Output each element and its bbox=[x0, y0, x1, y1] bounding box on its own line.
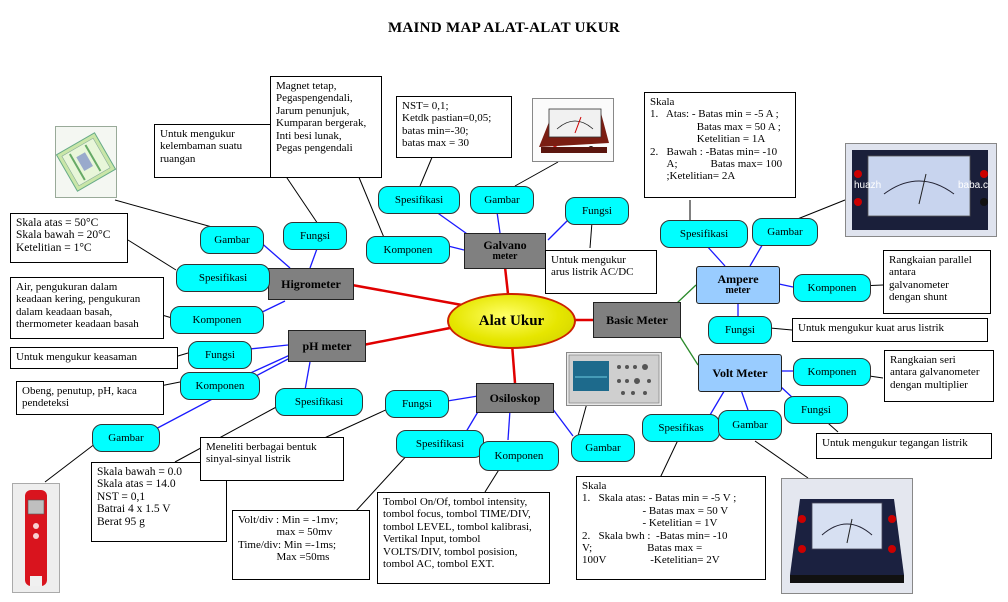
node-ph-meter[interactable]: pH meter bbox=[288, 330, 366, 362]
box-osc-spesifikasi: Volt/div : Min = -1mv; max = 50mv Time/d… bbox=[232, 510, 370, 580]
oval-hig-fungsi[interactable]: Fungsi bbox=[283, 222, 347, 250]
ampere-meter-image: huazh baba.c bbox=[845, 143, 997, 237]
oval-ph-komponen[interactable]: Komponen bbox=[180, 372, 260, 400]
oval-amp-komponen[interactable]: Komponen bbox=[793, 274, 871, 302]
node-basic-meter[interactable]: Basic Meter bbox=[593, 302, 681, 338]
box-ph-fungsi: Untuk mengukur keasaman bbox=[10, 347, 178, 369]
node-galvano-sub: meter bbox=[492, 251, 518, 262]
line-center-osiloskop bbox=[510, 343, 517, 384]
box-volt-fungsi: Untuk mengukur tegangan listrik bbox=[816, 433, 992, 459]
oval-volt-spesifikas[interactable]: Spesifikas bbox=[642, 414, 720, 442]
ampere-photo-watermark-left: huazh bbox=[854, 180, 882, 191]
box-amp-fungsi: Untuk mengukur kuat arus listrik bbox=[792, 318, 988, 342]
oval-amp-fungsi[interactable]: Fungsi bbox=[708, 316, 772, 344]
box-osc-fungsi: Meneliti berbagai bentuk sinyal-sinyal l… bbox=[200, 437, 344, 481]
oval-ph-gambar[interactable]: Gambar bbox=[92, 424, 160, 452]
box-amp-spesifikasi: Skala 1. Atas: - Batas min = -5 A ; Bata… bbox=[644, 92, 796, 198]
oval-gal-spesifikasi[interactable]: Spesifikasi bbox=[378, 186, 460, 214]
node-ampere-meter[interactable]: Ampere meter bbox=[696, 266, 780, 304]
oval-amp-gambar[interactable]: Gambar bbox=[752, 218, 818, 246]
node-galvano-label: Galvano bbox=[483, 238, 527, 252]
hygrometer-image bbox=[55, 126, 117, 198]
box-amp-komponen: Rangkaian parallel antara galvanometer d… bbox=[883, 250, 991, 314]
node-galvano-meter[interactable]: Galvano meter bbox=[464, 233, 546, 269]
galvanometer-image bbox=[532, 98, 614, 162]
box-osc-komponen: Tombol On/Of, tombol intensity, tombol f… bbox=[377, 492, 550, 584]
central-node-alat-ukur[interactable]: Alat Ukur bbox=[447, 293, 576, 349]
oval-volt-komponen[interactable]: Komponen bbox=[793, 358, 871, 386]
box-gal-fungsi: Untuk mengukur arus listrik AC/DC bbox=[545, 250, 657, 294]
ph-meter-image bbox=[12, 483, 60, 593]
oval-osc-gambar[interactable]: Gambar bbox=[571, 434, 635, 462]
oval-ph-fungsi[interactable]: Fungsi bbox=[188, 341, 252, 369]
oval-hig-spesifikasi[interactable]: Spesifikasi bbox=[176, 264, 270, 292]
oval-gal-gambar[interactable]: Gambar bbox=[470, 186, 534, 214]
box-gal-spesifikasi: NST= 0,1; Ketdk pastian=0,05; batas min=… bbox=[396, 96, 512, 158]
oval-volt-fungsi[interactable]: Fungsi bbox=[784, 396, 848, 424]
line-center-ph bbox=[362, 326, 451, 347]
box-gal-komponen: Magnet tetap, Pegaspengendali, Jarum pen… bbox=[270, 76, 382, 178]
box-hig-komponen: Air, pengukuran dalam keadaan kering, pe… bbox=[10, 277, 164, 339]
ampere-photo-watermark-right: baba.c bbox=[958, 180, 989, 191]
node-ampere-label: Ampere bbox=[717, 272, 759, 286]
box-ph-komponen: Obeng, penutup, pH, kaca pendeteksi bbox=[16, 381, 164, 415]
node-volt-meter[interactable]: Volt Meter bbox=[698, 354, 782, 392]
node-osiloskop[interactable]: Osiloskop bbox=[476, 383, 554, 413]
oval-amp-spesifikasi[interactable]: Spesifikasi bbox=[660, 220, 748, 248]
oval-osc-spesifikasi[interactable]: Spesifikasi bbox=[396, 430, 484, 458]
line-center-higrometer bbox=[351, 283, 463, 307]
oval-ph-spesifikasi[interactable]: Spesifikasi bbox=[275, 388, 363, 416]
volt-meter-image bbox=[781, 478, 913, 594]
oscilloscope-image bbox=[566, 352, 662, 406]
oval-volt-gambar[interactable]: Gambar bbox=[718, 410, 782, 440]
oval-gal-komponen[interactable]: Komponen bbox=[366, 236, 450, 264]
oval-hig-gambar[interactable]: Gambar bbox=[200, 226, 264, 254]
page-title: MAIND MAP ALAT-ALAT UKUR bbox=[387, 20, 621, 36]
box-volt-spesifikasi: Skala 1. Skala atas: - Batas min = -5 V … bbox=[576, 476, 766, 580]
box-hig-fungsi: Untuk mengukur kelembaman suatu ruangan bbox=[154, 124, 286, 178]
box-hig-spesifikasi: Skala atas = 50°C Skala bawah = 20°C Ket… bbox=[10, 213, 128, 263]
oval-osc-fungsi[interactable]: Fungsi bbox=[385, 390, 449, 418]
node-higrometer[interactable]: Higrometer bbox=[268, 268, 354, 300]
oval-gal-fungsi[interactable]: Fungsi bbox=[565, 197, 629, 225]
line-center-galvano bbox=[503, 266, 510, 295]
oval-hig-komponen[interactable]: Komponen bbox=[170, 306, 264, 334]
box-volt-komponen: Rangkaian seri antara galvanometer denga… bbox=[884, 350, 994, 402]
node-ampere-sub: meter bbox=[725, 285, 751, 296]
oval-osc-komponen[interactable]: Komponen bbox=[479, 441, 559, 471]
